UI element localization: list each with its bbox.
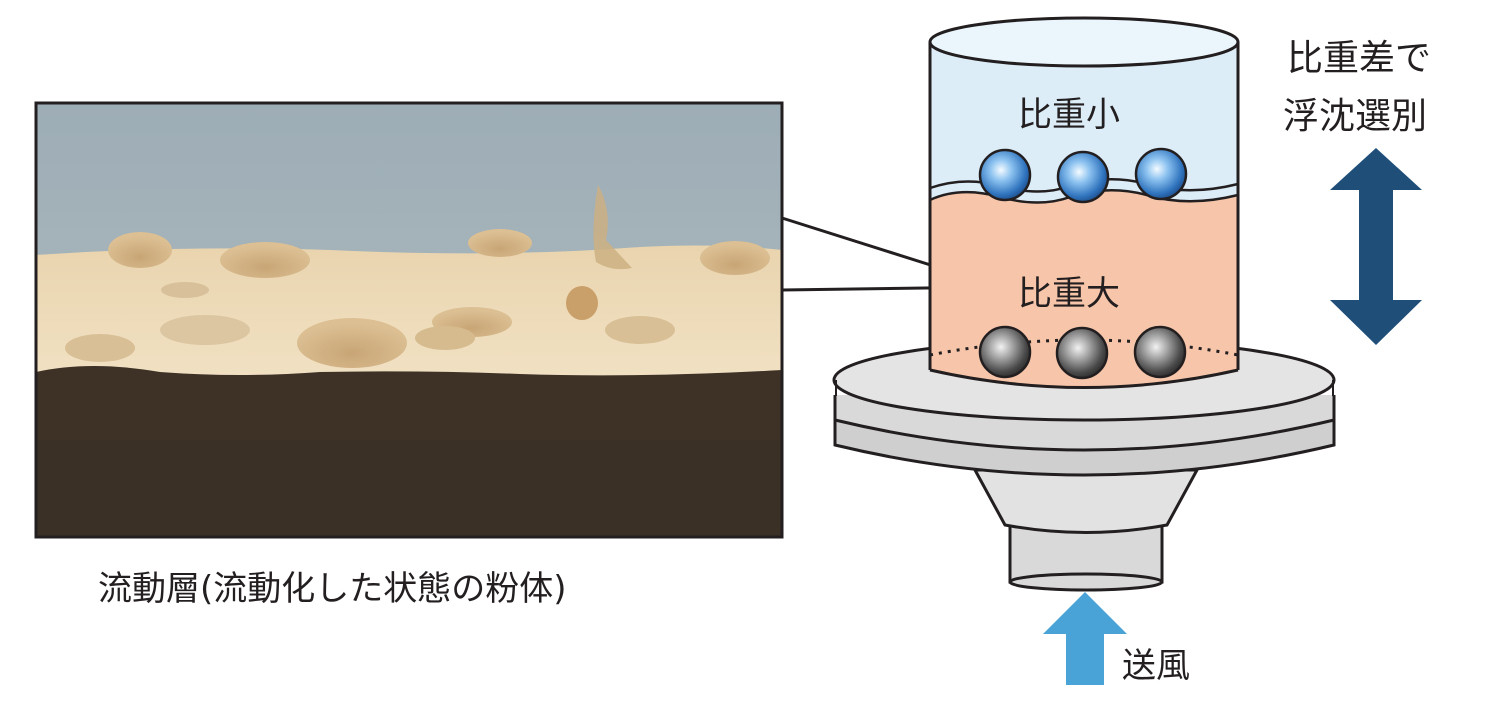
funnel xyxy=(972,468,1200,534)
light-particle xyxy=(978,148,1032,202)
light-particle xyxy=(1056,150,1110,204)
photo-frame xyxy=(34,101,784,539)
column-top xyxy=(928,16,1240,68)
high-density-label: 比重大 xyxy=(1018,274,1120,314)
heavy-particle xyxy=(1055,326,1109,380)
air-up-arrow-icon xyxy=(1043,592,1127,685)
side-note-line2: 浮沈選別 xyxy=(1283,96,1427,137)
airflow-label: 送風 xyxy=(1122,646,1190,686)
fluidized-bed-apparatus: 比重小 比重大 xyxy=(832,16,1336,592)
low-density-label: 比重小 xyxy=(1018,95,1120,135)
photo-caption: 流動層(流動化した状態の粉体) xyxy=(98,569,567,609)
fluidized-bed-photo xyxy=(36,103,782,537)
double-arrow-icon xyxy=(1330,148,1422,345)
light-particle xyxy=(1134,147,1188,201)
heavy-particle xyxy=(1133,325,1187,379)
side-note-line1: 比重差で xyxy=(1287,38,1431,79)
heavy-particle xyxy=(978,325,1032,379)
